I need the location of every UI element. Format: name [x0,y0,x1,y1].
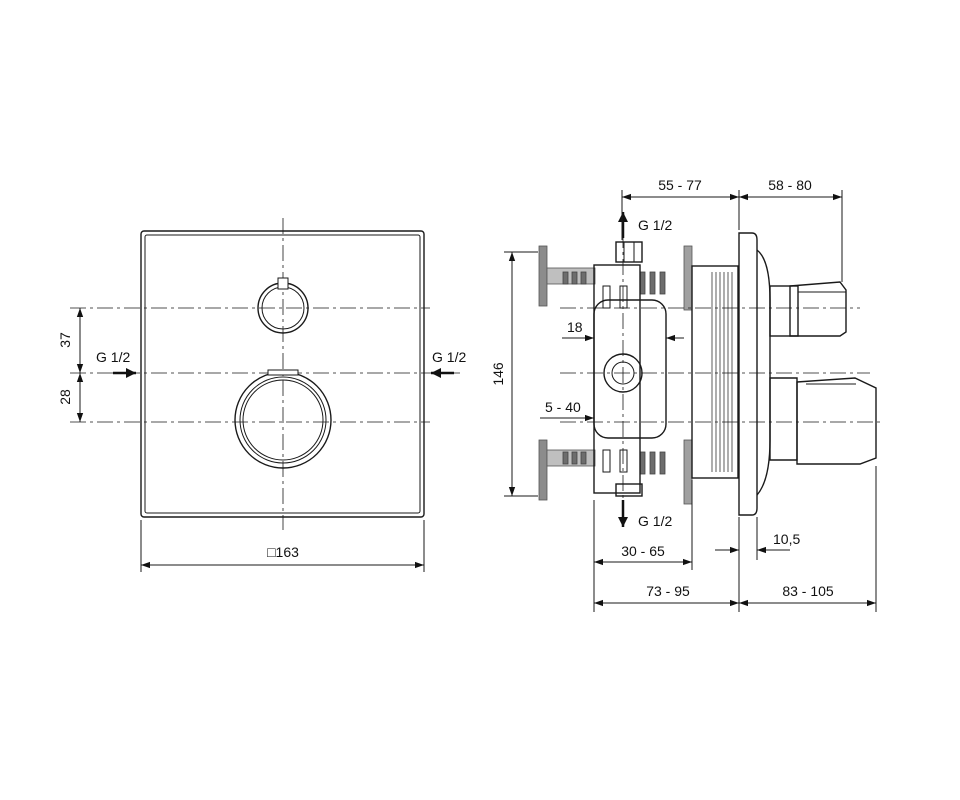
dim-18-label: 18 [567,319,583,335]
dim-30-65-label: 30 - 65 [621,543,665,559]
dim-28-label: 28 [57,389,73,405]
rear-plate-top [683,245,693,311]
side-view: G 1/2 G 1/2 146 18 5 - 40 55 - 77 58 - 8… [490,177,880,612]
front-view: 37 28 G 1/2 G 1/2 □163 [57,218,466,572]
wall-plate [738,232,758,516]
rear-plate-bottom [683,439,693,505]
top-nut [615,241,643,263]
dim-83-105-label: 83 - 105 [782,583,834,599]
bracket-top [538,245,548,307]
bottom-nut [615,483,643,497]
ribbed-sleeve [691,265,739,479]
outlet-bottom-label: G 1/2 [638,513,672,529]
diverter-knob-side [769,285,799,337]
threaded-rods-top [562,271,666,295]
valve-body [593,264,641,494]
inlet-left-label: G 1/2 [96,349,130,365]
thermostat-knob-side [769,377,798,461]
bracket-bottom [538,439,548,501]
sleeve-ribs [711,272,733,472]
dim-37-label: 37 [57,332,73,348]
dim-55-77-label: 55 - 77 [658,177,702,193]
diverter-knob [257,277,309,334]
inlet-right-label: G 1/2 [432,349,466,365]
outlet-top-label: G 1/2 [638,217,672,233]
dim-146-label: 146 [490,362,506,386]
dim-10-5-label: 10,5 [773,531,800,547]
thermostat-knob [234,369,332,469]
cover-plate-inner-edge [144,234,421,514]
dim-5-40-label: 5 - 40 [545,399,581,415]
dim-58-80-label: 58 - 80 [768,177,812,193]
cover-plate [140,230,425,518]
dim-73-95-label: 73 - 95 [646,583,690,599]
dim-width-label: □163 [267,544,299,560]
